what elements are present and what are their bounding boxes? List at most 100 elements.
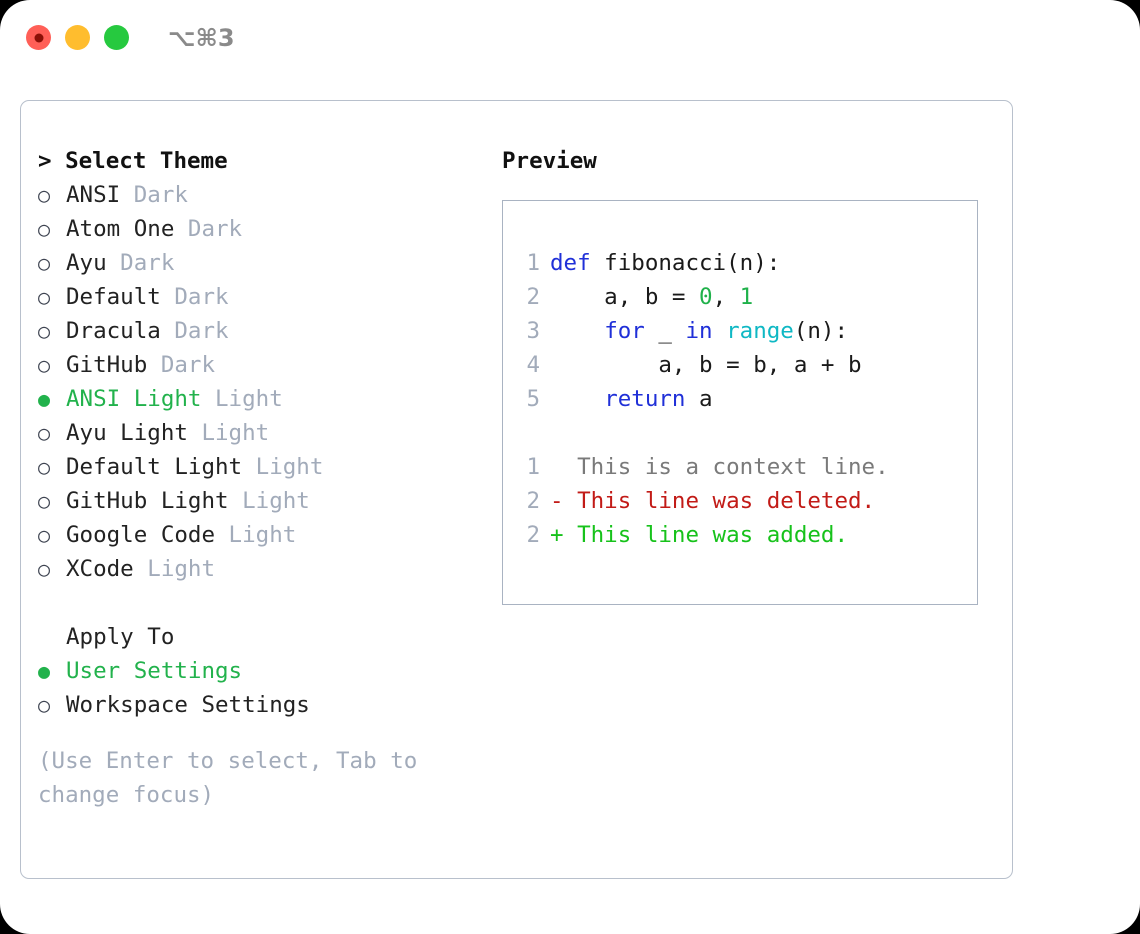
code-line-0: 1 def fibonacci(n): bbox=[514, 246, 971, 280]
radio-unselected-icon: ○ bbox=[38, 217, 51, 241]
theme-option-variant-tag: Light bbox=[201, 386, 283, 412]
radio-unselected-icon: ○ bbox=[38, 523, 51, 547]
theme-option-variant-tag: Light bbox=[133, 556, 216, 582]
code-token: for bbox=[604, 318, 645, 344]
theme-option-variant-tag: Light bbox=[215, 522, 297, 548]
radio-unselected-icon: ○ bbox=[38, 251, 51, 275]
line-number: 5 bbox=[526, 386, 540, 412]
apply-to-list: ● User Settings ○ Workspace Settings bbox=[38, 654, 488, 722]
theme-option-10[interactable]: ○ Google Code Light bbox=[38, 518, 488, 552]
apply-to-option-0[interactable]: ● User Settings bbox=[38, 654, 488, 688]
apply-to-option-label: Workspace Settings bbox=[66, 692, 310, 718]
keyboard-shortcut-label: ⌥⌘3 bbox=[168, 24, 235, 52]
radio-selected-icon: ● bbox=[38, 659, 51, 683]
apply-to-heading: Apply To bbox=[66, 624, 175, 650]
theme-option-8[interactable]: ○ Default Light Light bbox=[38, 450, 488, 484]
code-token: in bbox=[685, 318, 713, 344]
diff-line-1: 2 - This line was deleted. bbox=[514, 484, 971, 518]
radio-unselected-icon: ○ bbox=[38, 693, 51, 717]
line-number: 1 bbox=[526, 250, 540, 276]
apply-to-option-label: User Settings bbox=[66, 658, 243, 684]
theme-option-1[interactable]: ○ Atom One Dark bbox=[38, 212, 488, 246]
theme-option-variant-tag: Dark bbox=[160, 284, 229, 310]
theme-option-variant-tag: Dark bbox=[106, 250, 175, 276]
line-number: 1 bbox=[526, 454, 540, 480]
code-token: def bbox=[550, 250, 591, 276]
code-token: (n): bbox=[793, 318, 849, 344]
theme-option-label: Dracula bbox=[66, 318, 161, 344]
code-line-4: 5 return a bbox=[514, 382, 971, 416]
radio-unselected-icon: ○ bbox=[38, 557, 51, 581]
theme-option-variant-tag: Dark bbox=[120, 182, 188, 208]
theme-option-label: ANSI bbox=[66, 182, 121, 208]
radio-unselected-icon: ○ bbox=[38, 183, 51, 207]
code-token bbox=[713, 318, 727, 344]
maximize-window-button[interactable] bbox=[104, 25, 129, 50]
preview-heading: Preview bbox=[502, 148, 597, 174]
code-token: return bbox=[604, 386, 686, 412]
theme-option-variant-tag: Dark bbox=[174, 216, 243, 242]
code-token: fibonacci(n): bbox=[590, 250, 781, 276]
code-token: a, b = bbox=[550, 284, 700, 310]
select-theme-heading: > Select Theme bbox=[38, 144, 488, 178]
apply-to-option-1[interactable]: ○ Workspace Settings bbox=[38, 688, 488, 722]
line-number: 3 bbox=[526, 318, 540, 344]
theme-option-label: Default bbox=[66, 284, 161, 310]
radio-unselected-icon: ○ bbox=[38, 421, 51, 445]
close-window-button[interactable] bbox=[26, 25, 51, 50]
theme-picker-card: > Select Theme ○ANSI Dark○Atom One Dark○… bbox=[20, 100, 1013, 879]
theme-option-label: GitHub Light bbox=[66, 488, 229, 514]
theme-option-2[interactable]: ○Ayu Dark bbox=[38, 246, 488, 280]
code-line-1: 2 a, b = 0, 1 bbox=[514, 280, 971, 314]
diff-line-2: 2 + This line was added. bbox=[514, 518, 971, 552]
diff-line-0: 1 This is a context line. bbox=[514, 450, 971, 484]
theme-option-label: XCode bbox=[66, 556, 134, 582]
line-number: 2 bbox=[526, 522, 540, 548]
radio-selected-icon: ● bbox=[38, 387, 51, 411]
theme-option-0[interactable]: ○ ANSI Dark bbox=[38, 178, 488, 212]
code-line-3: 4 a, b = b, a + b bbox=[514, 348, 971, 382]
code-token: range bbox=[726, 318, 794, 344]
code-token: _ bbox=[644, 318, 686, 344]
theme-option-9[interactable]: ○ GitHub Light Light bbox=[38, 484, 488, 518]
theme-option-label: Atom One bbox=[66, 216, 175, 242]
radio-unselected-icon: ○ bbox=[38, 455, 51, 479]
radio-unselected-icon: ○ bbox=[38, 319, 51, 343]
prompt-caret-icon: > bbox=[38, 148, 52, 174]
theme-option-variant-tag: Dark bbox=[160, 318, 229, 344]
theme-option-4[interactable]: ○ Dracula Dark bbox=[38, 314, 488, 348]
theme-option-label: Google Code bbox=[66, 522, 216, 548]
theme-option-3[interactable]: ○Default Dark bbox=[38, 280, 488, 314]
select-theme-heading-label: Select Theme bbox=[65, 148, 228, 174]
theme-option-7[interactable]: ○Ayu Light Light bbox=[38, 416, 488, 450]
window-controls bbox=[26, 25, 129, 50]
theme-option-variant-tag: Light bbox=[228, 488, 310, 514]
radio-unselected-icon: ○ bbox=[38, 353, 51, 377]
theme-selection-column: > Select Theme ○ANSI Dark○Atom One Dark○… bbox=[38, 144, 488, 812]
code-line-2: 3 for _ in range(n): bbox=[514, 314, 971, 348]
theme-option-variant-tag: Light bbox=[242, 454, 324, 480]
section-spacer bbox=[38, 586, 488, 620]
code-token: - This line was deleted. bbox=[550, 488, 876, 514]
theme-option-variant-tag: Dark bbox=[147, 352, 216, 378]
code-token: + This line was added. bbox=[550, 522, 849, 548]
code-token: a, b = b, a + b bbox=[550, 352, 862, 378]
theme-option-label: ANSI Light bbox=[66, 386, 202, 412]
theme-option-label: Ayu Light bbox=[66, 420, 188, 446]
code-token: , bbox=[712, 284, 740, 310]
line-number: 4 bbox=[526, 352, 540, 378]
theme-option-5[interactable]: ○GitHub Dark bbox=[38, 348, 488, 382]
theme-option-11[interactable]: ○ XCode Light bbox=[38, 552, 488, 586]
theme-option-label: Default Light bbox=[66, 454, 243, 480]
line-number: 2 bbox=[526, 488, 540, 514]
code-token bbox=[550, 386, 604, 412]
minimize-window-button[interactable] bbox=[65, 25, 90, 50]
code-token: 0 bbox=[699, 284, 713, 310]
radio-unselected-icon: ○ bbox=[38, 489, 51, 513]
theme-option-6[interactable]: ● ANSI Light Light bbox=[38, 382, 488, 416]
code-token: 1 bbox=[739, 284, 754, 310]
code-diff-spacer bbox=[514, 416, 971, 450]
